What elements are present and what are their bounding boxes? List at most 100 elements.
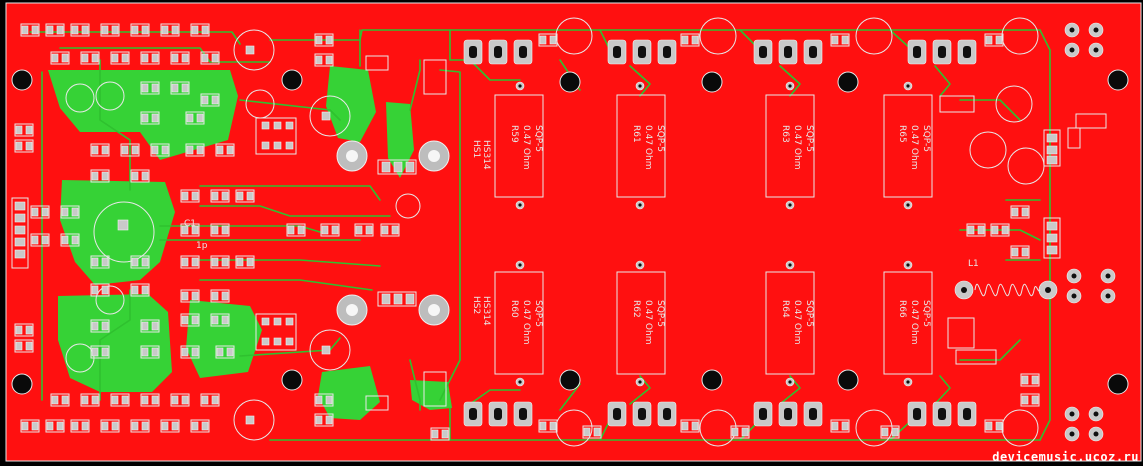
smd-part xyxy=(210,189,230,203)
resistor-r63-ref: R63 xyxy=(780,125,790,143)
heatsink-hs1-ref: HS1 xyxy=(471,140,481,158)
smd-part xyxy=(30,233,50,247)
smd-part xyxy=(90,255,110,269)
transistor-bottom-1 xyxy=(463,401,533,427)
smd-part xyxy=(190,23,210,37)
driver-headers xyxy=(255,55,447,411)
smd-part xyxy=(140,51,160,65)
transistor-bottom-2 xyxy=(607,401,677,427)
resistor-r64-value: 0.47 Ohm xyxy=(792,300,802,344)
resistor-r61-value: 0.47 Ohm xyxy=(643,125,653,169)
smd-part xyxy=(90,169,110,183)
smd-part xyxy=(830,419,850,433)
smd-part xyxy=(1020,393,1040,407)
smd-part xyxy=(200,51,220,65)
smd-part xyxy=(140,81,160,95)
smd-part xyxy=(80,51,100,65)
inductor-l1: L1 xyxy=(954,259,1058,300)
heatsink-hs1: HS1 HS314 xyxy=(377,140,491,175)
resistor-r64: R64 0.47 Ohm SQP-5 xyxy=(765,260,815,387)
transistor-bottom-3 xyxy=(753,401,823,427)
smd-part xyxy=(320,223,340,237)
resistor-r61-ref: R61 xyxy=(631,125,641,143)
smd-part xyxy=(235,189,255,203)
smd-part xyxy=(1010,205,1030,219)
resistor-r66-ref: R66 xyxy=(897,300,907,318)
smd-part xyxy=(430,427,450,441)
smd-part xyxy=(730,425,750,439)
smd-part xyxy=(1020,373,1040,387)
smd-components xyxy=(14,23,1040,441)
smd-part xyxy=(160,23,180,37)
smd-part xyxy=(180,255,200,269)
resistor-r61-pkg: SQP-5 xyxy=(655,125,665,152)
resistor-r65-ref: R65 xyxy=(897,125,907,143)
resistor-r64-pkg: SQP-5 xyxy=(804,300,814,327)
smd-part xyxy=(90,143,110,157)
transistor-top-2 xyxy=(607,39,677,65)
resistor-r63-pkg: SQP-5 xyxy=(804,125,814,152)
smd-part xyxy=(314,393,334,407)
smd-part xyxy=(314,413,334,427)
smd-part xyxy=(210,289,230,303)
resistor-r59-pkg: SQP-5 xyxy=(533,125,543,152)
resistor-group: R59 0.47 Ohm SQP-5 R61 0.47 Ohm SQP-5 R6… xyxy=(494,81,933,387)
heatsink-hs2: HS2 HS314 xyxy=(377,291,491,326)
smd-part xyxy=(120,143,140,157)
smd-part xyxy=(215,345,235,359)
output-terminals xyxy=(1064,22,1116,442)
smd-part xyxy=(60,205,80,219)
smd-part xyxy=(70,23,90,37)
smd-part xyxy=(180,345,200,359)
resistor-r60-pkg: SQP-5 xyxy=(533,300,543,327)
resistor-r63: R63 0.47 Ohm SQP-5 xyxy=(765,81,815,210)
smd-part xyxy=(14,139,34,153)
resistor-r61: R61 0.47 Ohm SQP-5 xyxy=(616,81,666,210)
smd-part xyxy=(830,33,850,47)
smd-part xyxy=(210,255,230,269)
watermark-text: devicemusic.ucoz.ru xyxy=(992,450,1139,464)
transistor-top-1 xyxy=(463,39,533,65)
smd-part xyxy=(354,223,374,237)
smd-part xyxy=(90,319,110,333)
smd-part xyxy=(130,255,150,269)
smd-part xyxy=(140,111,160,125)
resistor-r66-pkg: SQP-5 xyxy=(921,300,931,327)
resistor-r66: R66 0.47 Ohm SQP-5 xyxy=(883,260,933,387)
smd-part xyxy=(170,51,190,65)
resistor-r65: R65 0.47 Ohm SQP-5 xyxy=(883,81,933,210)
resistor-r62-ref: R62 xyxy=(631,300,641,318)
resistor-r62-pkg: SQP-5 xyxy=(655,300,665,327)
right-headers xyxy=(939,95,1107,365)
resistor-r65-value: 0.47 Ohm xyxy=(909,125,919,169)
smd-part xyxy=(90,283,110,297)
transistor-top-3 xyxy=(753,39,823,65)
smd-part xyxy=(190,419,210,433)
smd-part xyxy=(50,393,70,407)
smd-part xyxy=(180,223,200,237)
smd-part xyxy=(150,143,170,157)
smd-part xyxy=(14,323,34,337)
board-outline xyxy=(5,2,1142,462)
smd-part xyxy=(110,393,130,407)
smd-part xyxy=(60,233,80,247)
smd-part xyxy=(160,419,180,433)
smd-part xyxy=(1010,245,1030,259)
resistor-r60-ref: R60 xyxy=(509,300,519,318)
heatsink-hs1-part: HS314 xyxy=(481,140,491,170)
smd-part xyxy=(380,223,400,237)
input-connector xyxy=(11,197,29,269)
smd-part xyxy=(200,93,220,107)
heatsink-hs2-part: HS314 xyxy=(481,296,491,326)
smd-part xyxy=(582,425,602,439)
resistor-r59-value: 0.47 Ohm xyxy=(521,125,531,169)
smd-part xyxy=(235,255,255,269)
smd-part xyxy=(14,123,34,137)
smd-part xyxy=(20,419,40,433)
inductor-ref: L1 xyxy=(968,259,979,269)
resistor-r63-value: 0.47 Ohm xyxy=(792,125,802,169)
smd-part xyxy=(45,23,65,37)
resistor-r64-ref: R64 xyxy=(780,300,790,318)
resistor-r59: R59 0.47 Ohm SQP-5 xyxy=(494,81,544,210)
